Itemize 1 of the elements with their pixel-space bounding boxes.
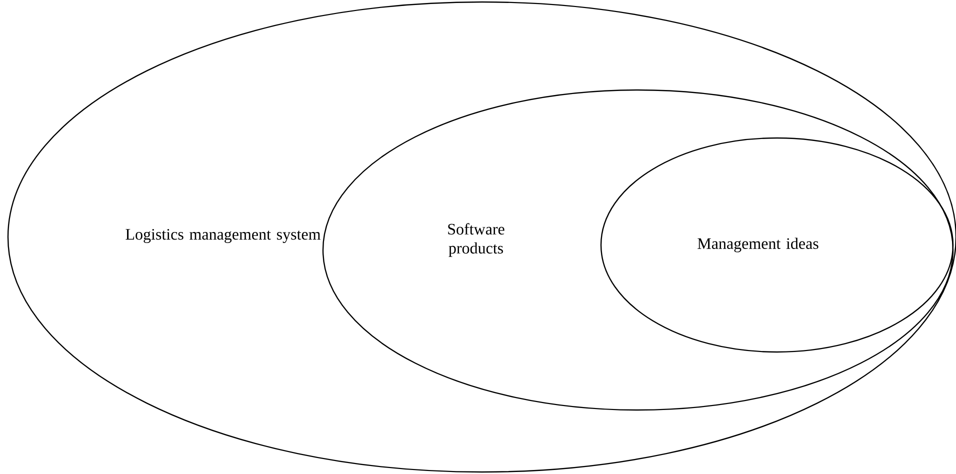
- ellipse-region: Management ideas: [600, 137, 954, 353]
